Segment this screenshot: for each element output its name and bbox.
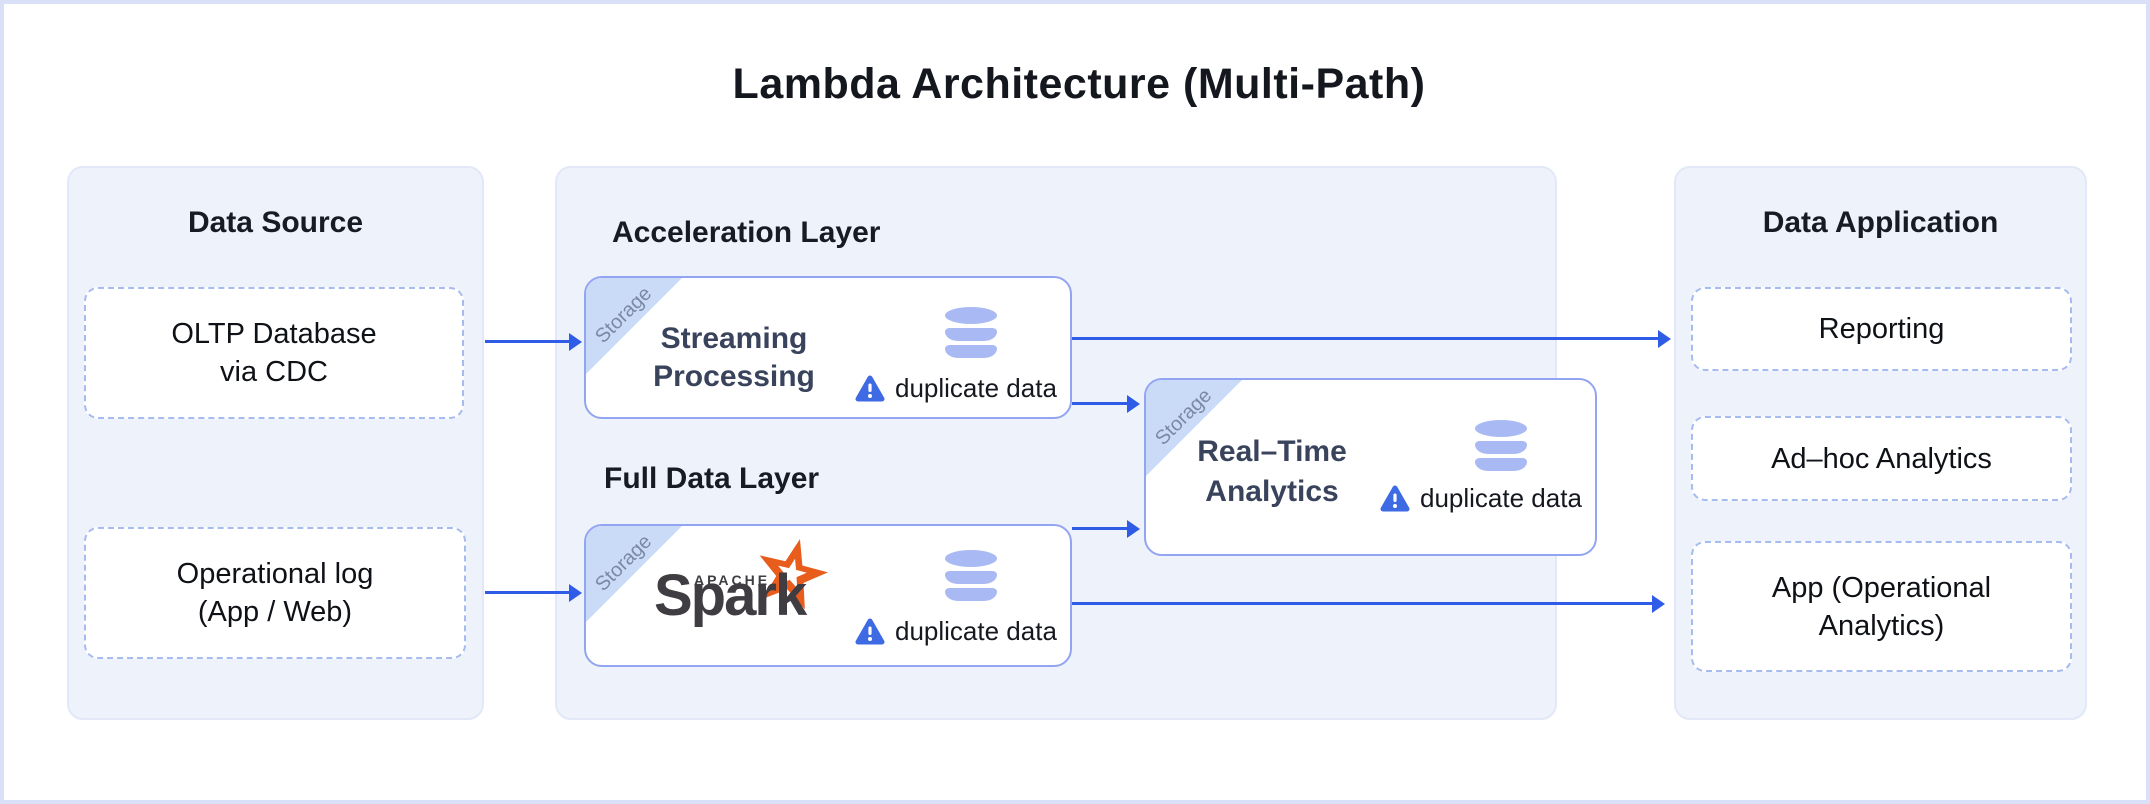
duplicate-data-label: duplicate data xyxy=(1420,483,1582,513)
reporting-label: Reporting xyxy=(1818,313,1945,345)
oltp-database-node: OLTP Database via CDC xyxy=(84,287,464,419)
database-icon xyxy=(945,550,997,601)
arrow-oplog-to-spark xyxy=(485,591,569,594)
duplicate-data-label: duplicate data xyxy=(895,373,1057,403)
apache-spark-logo: APACHE Spark xyxy=(654,539,834,654)
acceleration-layer-heading: Acceleration Layer xyxy=(612,216,881,249)
adhoc-analytics-label: Ad–hoc Analytics xyxy=(1771,442,1992,475)
operational-log-node: Operational log (App / Web) xyxy=(84,527,466,659)
warning-icon xyxy=(855,375,885,401)
arrow-spark-to-realtime xyxy=(1072,527,1127,530)
arrow-spark-to-app xyxy=(1072,602,1652,605)
data-source-heading: Data Source xyxy=(187,206,364,239)
data-application-heading: Data Application xyxy=(1762,206,1999,239)
realtime-analytics-label: Real–Time Analytics xyxy=(1197,435,1347,508)
spark-name-label: Spark xyxy=(654,563,807,628)
spark-star-icon xyxy=(759,539,828,610)
operational-log-label: Operational log (App / Web) xyxy=(176,558,374,628)
page-title: Lambda Architecture (Multi-Path) xyxy=(732,60,1426,108)
duplicate-data-label: duplicate data xyxy=(895,616,1057,646)
reporting-node: Reporting xyxy=(1691,287,2072,371)
arrow-oltp-to-streaming xyxy=(485,340,569,343)
warning-icon xyxy=(1380,485,1410,511)
app-operational-analytics-label: App (Operational Analytics) xyxy=(1771,571,1992,642)
adhoc-analytics-node: Ad–hoc Analytics xyxy=(1691,416,2072,501)
streaming-processing-label: Streaming Processing xyxy=(653,322,815,393)
arrow-streaming-to-realtime xyxy=(1072,402,1127,405)
realtime-duplicate-data-badge: duplicate data xyxy=(1380,483,1582,514)
database-icon xyxy=(945,307,997,358)
database-icon xyxy=(1475,420,1527,471)
full-data-layer-heading: Full Data Layer xyxy=(604,462,820,495)
spark-duplicate-data-badge: duplicate data xyxy=(855,616,1057,647)
app-operational-analytics-node: App (Operational Analytics) xyxy=(1691,541,2072,672)
arrow-streaming-to-reporting xyxy=(1072,337,1658,340)
spark-apache-label: APACHE xyxy=(694,572,771,588)
warning-icon xyxy=(855,618,885,644)
oltp-database-label: OLTP Database via CDC xyxy=(171,318,377,388)
streaming-duplicate-data-badge: duplicate data xyxy=(855,373,1057,404)
